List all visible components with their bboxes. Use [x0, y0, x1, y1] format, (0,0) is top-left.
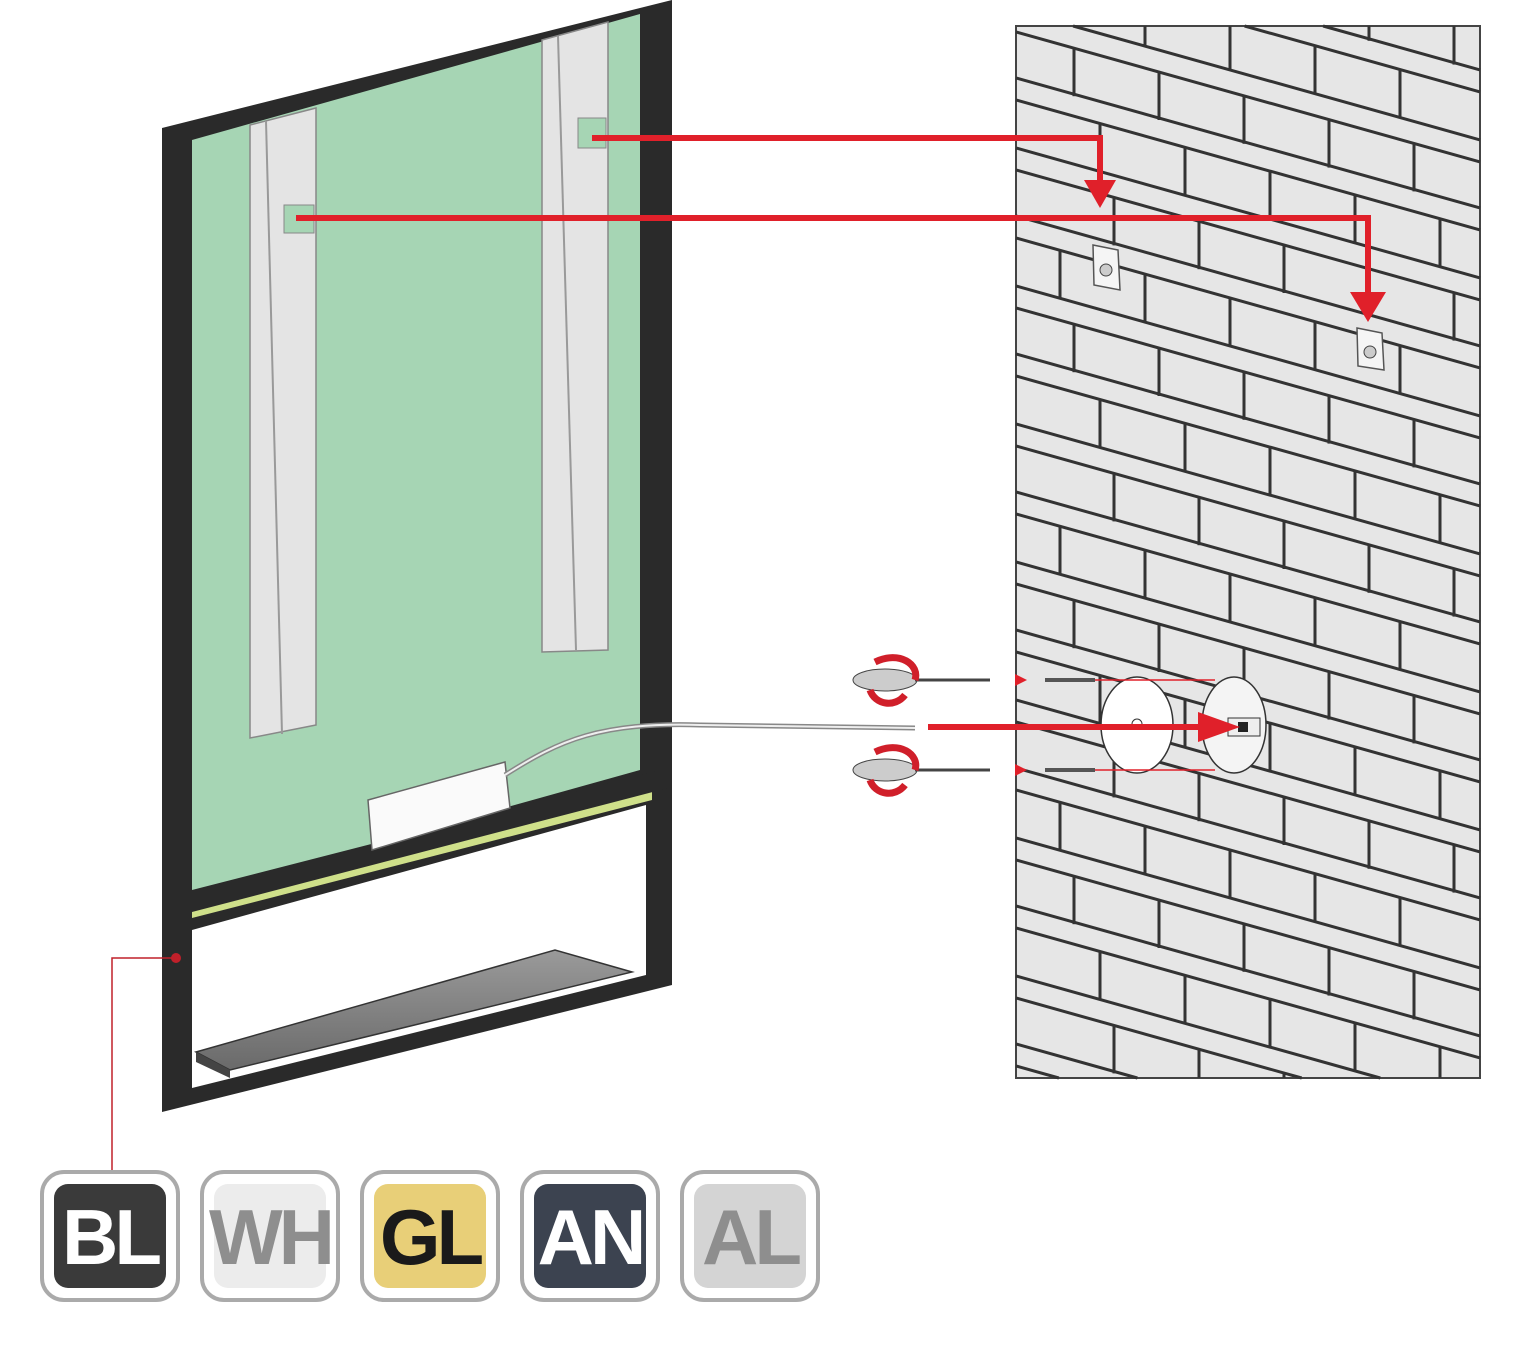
brick-mortar-line [1015, 720, 1481, 854]
brick-mortar-line [1015, 1064, 1060, 1080]
brick-mortar-line [1015, 1042, 1138, 1080]
screwdriver-icon [852, 654, 1215, 707]
brick-mortar-line [1072, 24, 1481, 142]
power-driver-box [367, 761, 511, 851]
brick-mortar-line [1015, 904, 1481, 1038]
badge-label: BL [62, 1193, 160, 1281]
brick-mortar-line [1015, 214, 1481, 348]
brick-mortar-line [1015, 146, 1481, 280]
badge-swatch [374, 1184, 486, 1288]
mounting-rail-left [249, 107, 317, 739]
brick-mortar-line [1015, 98, 1481, 232]
finish-badge-al[interactable]: AL [680, 1170, 820, 1302]
badge-swatch [534, 1184, 646, 1288]
brick-mortar-line [1015, 306, 1481, 440]
brick-mortar-line [1015, 30, 1481, 164]
hanging-arrows [296, 135, 1386, 322]
brick-mortar-line [1015, 422, 1481, 556]
badge-swatch [214, 1184, 326, 1288]
arrow-head [1084, 180, 1116, 208]
arrow-left-rail [296, 215, 1371, 298]
finish-badge-an[interactable]: AN [520, 1170, 660, 1302]
finish-badge-bl[interactable]: BL [40, 1170, 180, 1302]
brick-mortar-line [1015, 374, 1481, 508]
wall-hook [1092, 244, 1121, 291]
brick-mortar-line [1015, 996, 1303, 1080]
finish-badges: BL WH GL AN AL [40, 1170, 820, 1302]
brick-mortar-line [1015, 490, 1481, 624]
brick-mortar-line [1322, 24, 1481, 72]
arrow-right-rail [592, 135, 1103, 185]
brick-mortar-line [1015, 788, 1481, 922]
mounting-rail-right [541, 21, 609, 653]
finish-badge-wh[interactable]: WH [200, 1170, 340, 1302]
electrical-connection [852, 654, 1267, 797]
divider-bar [192, 768, 668, 912]
mirror-cabinet [162, 0, 916, 1112]
brick-mortar-line [1015, 974, 1381, 1080]
badge-label: AN [538, 1193, 643, 1281]
shelf-lip [196, 1052, 230, 1078]
brick-mortar-line [1015, 926, 1481, 1060]
power-cable-highlight [504, 723, 916, 776]
brick-wall [1015, 24, 1481, 1080]
brick-mortar-line [1015, 352, 1481, 486]
brick-mortar-line [1015, 766, 1481, 900]
finish-callout [111, 953, 181, 1172]
badge-label: GL [380, 1193, 483, 1281]
shelf [193, 949, 635, 1071]
screwdriver-icon [852, 744, 1215, 797]
brick-mortar-line [1015, 444, 1481, 578]
brick-mortar-line [1015, 76, 1481, 210]
badge-label: AL [702, 1193, 800, 1281]
badge-swatch [54, 1184, 166, 1288]
badge-swatch [694, 1184, 806, 1288]
brick-mortar-line [1015, 836, 1481, 970]
brick-mortar-line [1244, 24, 1481, 94]
brick-mortar-line [1015, 512, 1481, 646]
brick-mortar-line [1015, 560, 1481, 694]
finish-badge-gl[interactable]: GL [360, 1170, 500, 1302]
open-compartment [192, 805, 646, 1088]
arrow-head [1350, 292, 1386, 322]
brick-mortar-line [1015, 284, 1481, 418]
brick-mortar-line [1015, 582, 1481, 716]
brick-mortar-line [1015, 858, 1481, 992]
wall-hook [1356, 327, 1385, 371]
badge-label: WH [209, 1193, 331, 1281]
